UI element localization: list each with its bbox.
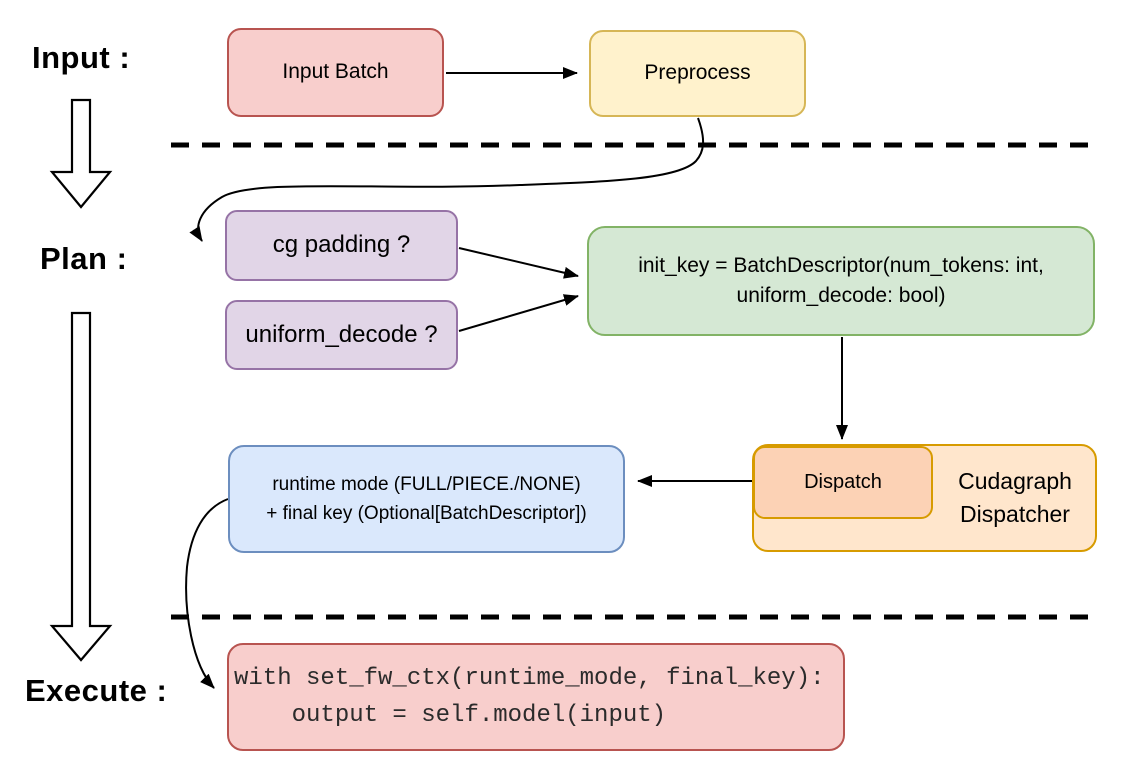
arrow-cg-padding-to-init-key — [458, 247, 579, 279]
stage-arrow-input-to-plan-icon — [49, 98, 113, 209]
arrow-uniform-decode-to-init-key — [458, 294, 579, 332]
node-init-key-line1: init_key = BatchDescriptor(num_tokens: i… — [638, 253, 1044, 277]
node-input-batch: Input Batch — [227, 28, 444, 117]
stage-label-execute: Execute : — [25, 673, 168, 708]
stage-label-plan: Plan : — [40, 241, 128, 276]
node-preprocess-label: Preprocess — [644, 61, 751, 85]
node-uniform-decode-label: uniform_decode ? — [245, 320, 438, 348]
node-cg-padding: cg padding ? — [225, 210, 458, 281]
node-runtime-mode: runtime mode (FULL/PIECE./NONE) + final … — [228, 445, 625, 553]
cudagraph-dispatcher-line2: Dispatcher — [960, 501, 1070, 527]
node-preprocess: Preprocess — [589, 30, 806, 117]
node-cg-padding-label: cg padding ? — [272, 231, 411, 259]
stage-arrow-plan-to-execute-icon — [49, 311, 113, 662]
node-dispatch: Dispatch — [753, 446, 933, 519]
execute-code-line2: output = self.model(input) — [234, 702, 667, 729]
node-input-batch-label: Input Batch — [282, 60, 389, 84]
node-runtime-mode-line1: runtime mode (FULL/PIECE./NONE) — [272, 473, 581, 495]
arrow-runtime-mode-to-execute-code — [185, 498, 229, 689]
cudagraph-dispatcher-line1: Cudagraph — [958, 467, 1072, 494]
node-init-key-line2: uniform_decode: bool) — [736, 284, 946, 307]
execute-code-line1: with set_fw_ctx(runtime_mode, final_key)… — [234, 665, 825, 692]
node-runtime-mode-line2: + final key (Optional[BatchDescriptor]) — [266, 503, 587, 524]
node-dispatch-label: Dispatch — [804, 471, 882, 493]
node-init-key: init_key = BatchDescriptor(num_tokens: i… — [587, 226, 1095, 336]
node-uniform-decode: uniform_decode ? — [225, 300, 458, 370]
node-execute-code: with set_fw_ctx(runtime_mode, final_key)… — [227, 643, 845, 751]
node-cudagraph-dispatcher-label: Cudagraph Dispatcher — [933, 444, 1097, 552]
stage-label-input: Input : — [32, 40, 131, 75]
arrow-preprocess-to-cg-padding — [189, 117, 704, 242]
